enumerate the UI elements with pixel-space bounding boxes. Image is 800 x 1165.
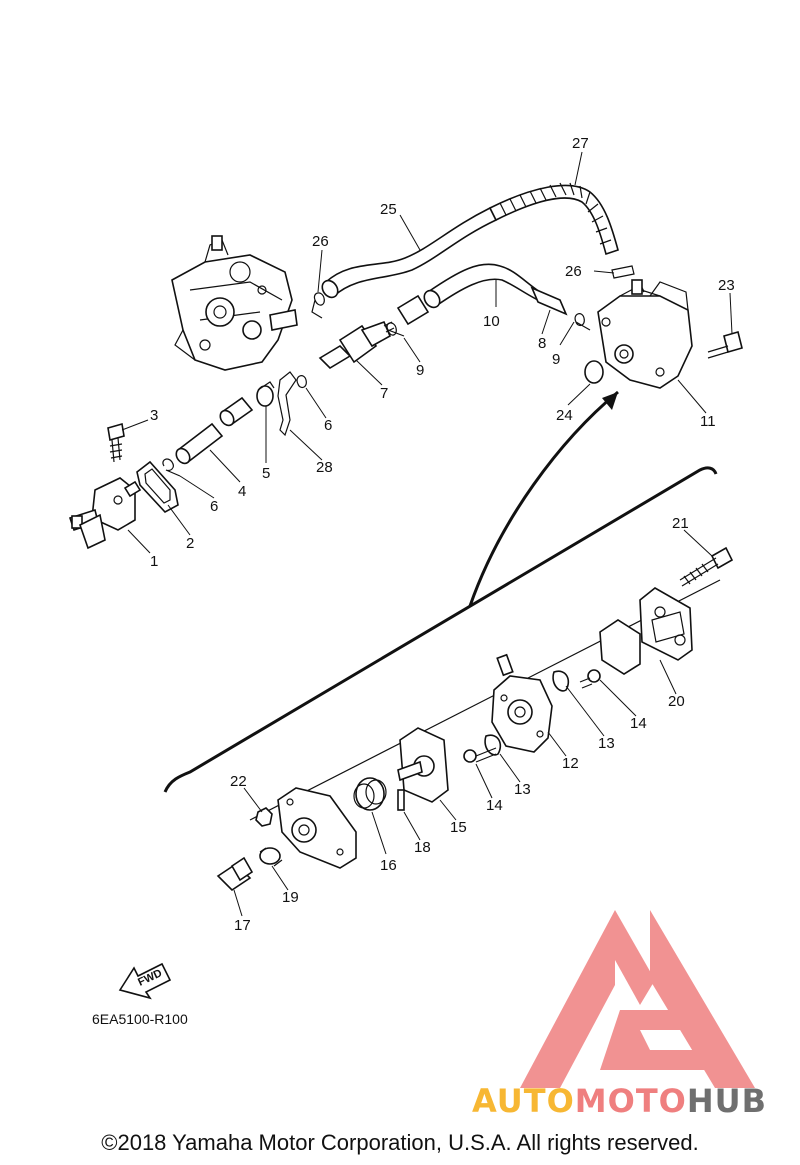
screw-14a <box>579 669 601 689</box>
callout-1: 1 <box>150 553 158 570</box>
clip-26a <box>311 292 325 319</box>
diaphragm-15 <box>397 727 449 803</box>
carburetor <box>171 235 298 371</box>
valve-13b <box>484 734 502 756</box>
callout-13a: 13 <box>598 735 615 752</box>
callout-16: 16 <box>380 857 397 874</box>
callout-11: 11 <box>700 413 716 430</box>
fuel-pump-11 <box>597 279 693 389</box>
callout-7: 7 <box>380 385 388 402</box>
callout-15: 15 <box>450 819 467 836</box>
pump-base <box>277 787 357 869</box>
callout-10: 10 <box>483 313 500 330</box>
callout-26a: 26 <box>312 233 329 250</box>
clamp-5 <box>256 381 275 407</box>
exploded-view-frame <box>163 466 718 793</box>
callout-28: 28 <box>316 459 333 476</box>
callout-25: 25 <box>380 201 397 218</box>
callout-23: 23 <box>718 277 735 294</box>
gasket-2 <box>136 460 179 513</box>
screw-14b <box>463 747 497 763</box>
plunger-17 <box>216 856 254 892</box>
callout-22: 22 <box>230 773 247 790</box>
watermark-moto: MOTO <box>575 1082 687 1120</box>
callout-9a: 9 <box>416 362 424 379</box>
diagram-code: 6EA5100-R100 <box>92 1011 188 1027</box>
hose-8 <box>530 286 568 316</box>
callouts: 1 2 3 4 5 6 6 7 8 9 9 10 11 12 13 13 14 … <box>121 135 735 934</box>
callout-4: 4 <box>238 483 246 500</box>
callout-21: 21 <box>672 515 689 532</box>
callout-19: 19 <box>282 889 299 906</box>
callout-8: 8 <box>538 335 546 352</box>
diaphragm-gasket <box>599 619 641 675</box>
clip-28 <box>277 371 297 437</box>
clip-26b <box>611 265 635 279</box>
fuel-filter-7 <box>318 320 395 370</box>
o-ring-24 <box>584 360 604 384</box>
callout-3: 3 <box>150 407 158 424</box>
nut-22 <box>255 807 273 827</box>
hose-10 <box>423 263 548 309</box>
spring-16 <box>353 777 387 811</box>
callout-2: 2 <box>186 535 194 552</box>
callout-18: 18 <box>414 839 431 856</box>
callout-5: 5 <box>262 465 270 482</box>
callout-20: 20 <box>668 693 685 710</box>
spring-19 <box>259 847 283 867</box>
callout-12: 12 <box>562 755 579 772</box>
callout-24: 24 <box>556 407 573 424</box>
callout-13b: 13 <box>514 781 531 798</box>
bolt-23 <box>707 331 743 359</box>
callout-27: 27 <box>572 135 589 152</box>
pump-body-12 <box>491 653 553 753</box>
watermark-auto: AUTO <box>472 1082 575 1120</box>
pin-18 <box>397 789 405 811</box>
pump-cover-20 <box>639 587 693 661</box>
watermark-logo <box>520 910 755 1088</box>
clip-9a <box>386 322 405 337</box>
callout-17: 17 <box>234 917 251 934</box>
fuel-joint <box>68 477 142 550</box>
callout-6b: 6 <box>324 417 332 434</box>
clip-9b <box>574 313 591 331</box>
watermark-hub: HUB <box>687 1082 767 1120</box>
callout-26b: 26 <box>565 263 582 280</box>
exploded-view-arrow <box>468 390 619 607</box>
bolt-3 <box>107 422 125 463</box>
copyright-notice: ©2018 Yamaha Motor Corporation, U.S.A. A… <box>101 1130 699 1155</box>
bolt-21 <box>679 546 734 587</box>
callout-14a: 14 <box>630 715 647 732</box>
valve-13a <box>552 670 570 692</box>
hose-4 <box>175 396 254 465</box>
callout-6a: 6 <box>210 498 218 515</box>
clip-6b <box>296 375 307 389</box>
callout-14b: 14 <box>486 797 503 814</box>
forward-arrow: FWD <box>118 962 172 1000</box>
watermark-brand: AUTOMOTOHUB <box>472 1082 767 1120</box>
hose-piece <box>396 294 430 326</box>
clip-6a <box>162 458 181 477</box>
corrugated-hose-27 <box>488 182 619 256</box>
callout-9b: 9 <box>552 351 560 368</box>
